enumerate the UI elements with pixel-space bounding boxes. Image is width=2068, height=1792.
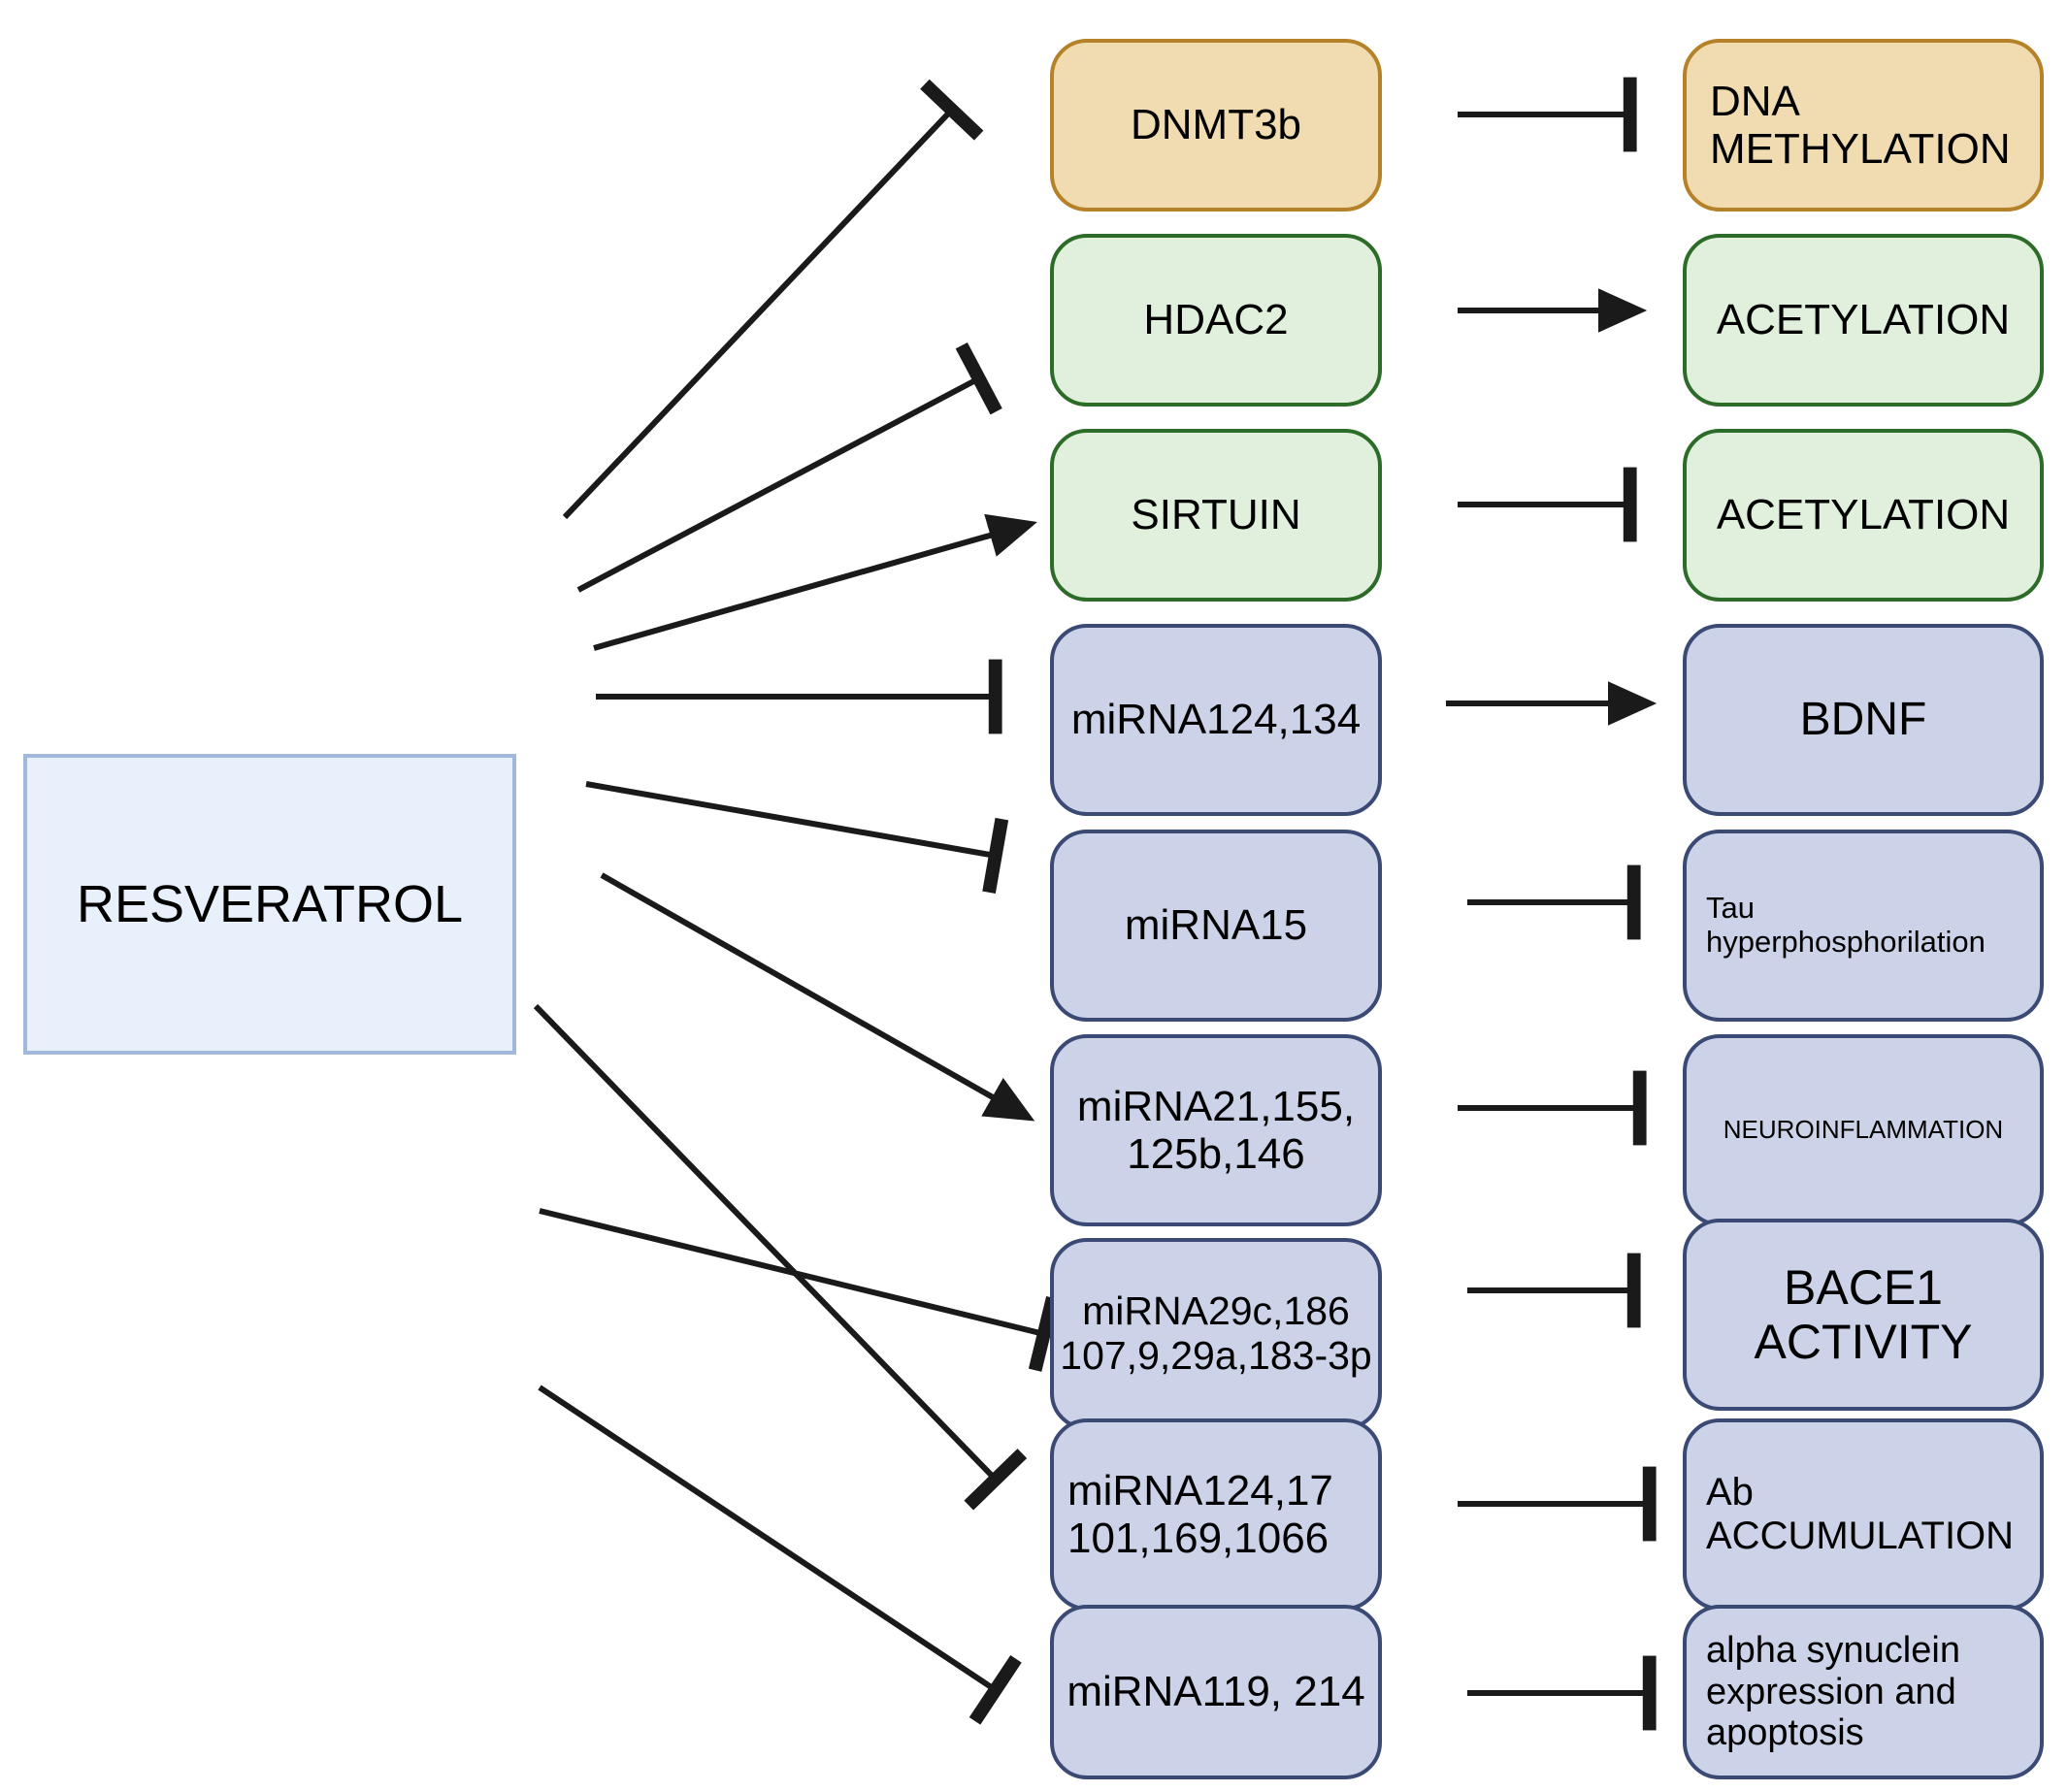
node-neuroinflam[interactable]: NEUROINFLAMMATION — [1683, 1034, 2044, 1226]
node-dna-methylation[interactable]: DNA METHYLATION — [1683, 39, 2044, 212]
node-label: alpha synuclein expression and apoptosis — [1706, 1630, 1960, 1754]
node-label: Tau hyperphosphorilation — [1706, 891, 1986, 959]
node-mirna29c[interactable]: miRNA29c,186 107,9,29a,183-3p — [1050, 1238, 1382, 1430]
inhibition-arrow-res-mirna15 — [585, 781, 1009, 894]
node-mirna124b[interactable]: miRNA124,17 101,169,1066 — [1050, 1418, 1382, 1611]
inhibition-arrow-res-mirna119 — [538, 1385, 1022, 1725]
node-bace1[interactable]: BACE1 ACTIVITY — [1683, 1219, 2044, 1411]
node-label: miRNA21,155, 125b,146 — [1076, 1082, 1356, 1178]
source-node-resveratrol[interactable]: RESVERATROL — [23, 754, 516, 1055]
node-ab-accum[interactable]: Ab ACCUMULATION — [1683, 1418, 2044, 1611]
node-tau[interactable]: Tau hyperphosphorilation — [1683, 830, 2044, 1022]
node-label: BDNF — [1799, 694, 1927, 746]
node-dnmt3b[interactable]: DNMT3b — [1050, 39, 1382, 212]
inhibition-arrow-res-mirna124b — [533, 1003, 1028, 1511]
node-label: HDAC2 — [1143, 296, 1289, 344]
node-label: miRNA124,134 — [1070, 696, 1362, 744]
node-sirtuin[interactable]: SIRTUIN — [1050, 429, 1382, 602]
node-alpha-syn[interactable]: alpha synuclein expression and apoptosis — [1683, 1605, 2044, 1779]
node-label: NEUROINFLAMMATION — [1723, 1115, 2004, 1145]
node-acetylation-1[interactable]: ACETYLATION — [1683, 234, 2044, 407]
node-label: DNA METHYLATION — [1710, 77, 2011, 173]
node-label: ACETYLATION — [1716, 491, 2011, 539]
node-mirna124[interactable]: miRNA124,134 — [1050, 624, 1382, 816]
node-label: miRNA15 — [1124, 901, 1308, 950]
node-hdac2[interactable]: HDAC2 — [1050, 234, 1382, 407]
node-mirna15[interactable]: miRNA15 — [1050, 830, 1382, 1022]
inhibition-arrow-res-mirna29c — [539, 1208, 1060, 1372]
node-mirna21[interactable]: miRNA21,155, 125b,146 — [1050, 1034, 1382, 1226]
node-label: DNMT3b — [1130, 101, 1302, 149]
activation-arrow-res-sirtuin — [593, 513, 1037, 651]
node-acetylation-2[interactable]: ACETYLATION — [1683, 429, 2044, 602]
activation-arrow-res-mirna21 — [600, 872, 1035, 1122]
node-label: miRNA29c,186 107,9,29a,183-3p — [1060, 1288, 1372, 1378]
inhibition-arrow-res-dnmt3b — [562, 79, 984, 520]
node-label: BACE1 ACTIVITY — [1754, 1260, 1973, 1369]
node-label: ACETYLATION — [1716, 296, 2011, 344]
node-label: miRNA124,17 101,169,1066 — [1067, 1466, 1333, 1562]
node-label: Ab ACCUMULATION — [1706, 1471, 2015, 1557]
node-label: miRNA119, 214 — [1067, 1668, 1365, 1716]
node-bdnf[interactable]: BDNF — [1683, 624, 2044, 816]
inhibition-arrow-res-hdac2 — [576, 342, 1002, 593]
node-mirna119[interactable]: miRNA119, 214 — [1050, 1605, 1382, 1779]
node-label: SIRTUIN — [1131, 491, 1301, 539]
